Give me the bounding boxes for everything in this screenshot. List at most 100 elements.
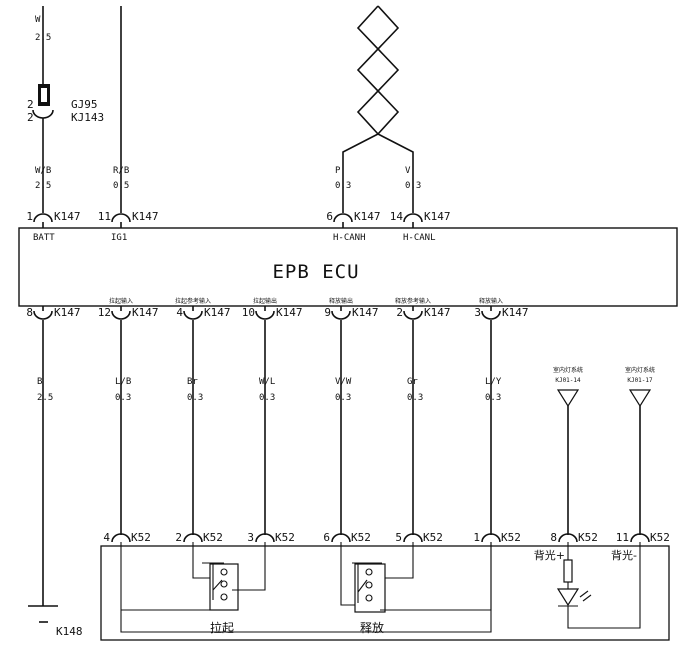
signal-label: BATT [33,233,55,243]
wire-size-label: 0.3 [407,393,423,403]
signal-label: IG1 [111,233,127,243]
wire-color-label: B [37,377,42,387]
connector-label: K147 [132,210,159,223]
pin-terminal-icon [403,310,423,320]
source-label: 室内灯系统 [625,366,655,374]
k52-terminal-icon [255,533,275,543]
k52-pin-number: 11 [616,531,629,544]
fuse-terminal [32,109,54,119]
k52-pin-number: 2 [175,531,182,544]
k52-connector-label: K52 [501,531,521,544]
source-arrow-icon [628,389,652,408]
wire-size-label: 0.3 [335,393,351,403]
signal-label: 释放输出 [329,297,353,305]
feed-wire-color: W [35,15,41,25]
k52-pin-number: 3 [247,531,254,544]
backlight-label: 背光- [611,548,637,562]
connector-label: K147 [54,306,81,319]
ecu-title: EPB ECU [272,261,359,283]
signal-label: 释放参考输入 [395,297,431,305]
pin-terminal-icon [111,213,131,223]
signal-label: H-CANL [403,233,436,243]
pin-terminal-icon [33,213,53,223]
k52-pin-number: 5 [395,531,402,544]
signal-label: 拉起输入 [109,297,133,305]
k52-pin-number: 4 [103,531,110,544]
pin-number: 9 [324,306,331,319]
pull-switch: 拉起 [202,562,239,635]
backlight-bl_minus: 室内灯系统 KJ01-17 11 K52 背光- [611,366,670,562]
ground-label: K148 [56,625,83,638]
k52-terminal-icon [481,533,501,543]
wire-size-label: 0.3 [259,393,275,403]
k52-connector-label: K52 [423,531,443,544]
pin-number: 1 [26,210,33,223]
wire-size-label: 0.3 [187,393,203,403]
pin-terminal-icon [33,310,53,320]
fuse-pin-b: 2 [27,111,34,124]
k52-terminal-icon [558,533,578,543]
switch-assembly-box [100,545,670,641]
k52-terminal-icon [183,533,203,543]
pin-number: 10 [242,306,255,319]
pull-switch-label: 拉起 [210,620,234,635]
ground-symbol: K148 [28,320,83,638]
ecu-box [18,227,678,307]
wire-size-label: 2.5 [37,393,53,403]
fuse-name-a: GJ95 [71,98,98,111]
k52-connector-label: K52 [131,531,151,544]
release-switch: 释放 [352,562,386,635]
resistor-icon [563,559,573,583]
k52-pin-number: 8 [550,531,557,544]
connector-label: K147 [204,306,231,319]
pin-number: 2 [396,306,403,319]
source-pin-label: KJ01-17 [627,377,653,384]
pin-number: 3 [474,306,481,319]
release-out-line [340,542,355,606]
release-ref-line [385,542,414,579]
pin-terminal-icon [331,310,351,320]
k52-connector-label: K52 [650,531,670,544]
connector-label: K147 [424,306,451,319]
wire-color-label: L/B [115,377,131,387]
release-input-line [380,542,492,611]
pin-terminal-icon [255,310,275,320]
connector-label: K147 [276,306,303,319]
backlight-led [556,542,641,629]
k52-connector-label: K52 [578,531,598,544]
battery-feed: W 2.5 2 2 GJ95 KJ143 [27,6,104,213]
wire-size-label: 0.3 [115,393,131,403]
k52-connector-label: K52 [275,531,295,544]
connector-label: K147 [424,210,451,223]
pin-number: 6 [326,210,333,223]
pin-number: 4 [176,306,183,319]
source-label: 室内灯系统 [553,366,583,374]
wire-color-label: P [335,166,341,176]
k52-terminal-icon [111,533,131,543]
wire-color-label: R/B [113,166,129,176]
pin-terminal-icon [403,213,423,223]
signal-label: 释放输入 [479,297,503,305]
k52-terminal-icon [331,533,351,543]
k52-connector-label: K52 [351,531,371,544]
connector-label: K147 [54,210,81,223]
wire-size-label: 0.3 [485,393,501,403]
fuse-name-b: KJ143 [71,111,104,124]
led-icon [556,588,580,607]
pin-terminal-icon [183,310,203,320]
fuse-pin-a: 2 [27,98,34,111]
